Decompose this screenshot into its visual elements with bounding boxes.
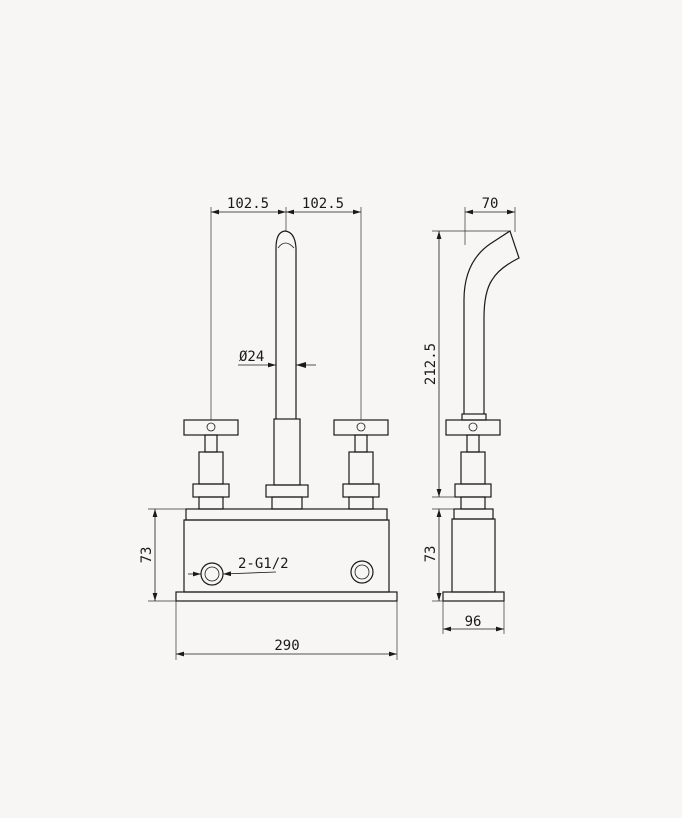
dim-base-depth-label: 96 bbox=[465, 614, 482, 630]
dim-right-spacing: 102.5 bbox=[286, 196, 361, 215]
left-handle bbox=[183, 419, 239, 510]
dim-spout-height-label: 212.5 bbox=[423, 343, 439, 385]
side-spout bbox=[461, 230, 520, 421]
dim-spout-diameter-label: Ø24 bbox=[239, 349, 264, 365]
dim-front-base-height: 73 bbox=[139, 509, 158, 601]
front-view: 102.5 102.5 Ø24 2-G1/2 73 290 bbox=[139, 196, 398, 660]
dim-total-width: 290 bbox=[176, 638, 397, 657]
side-extension-lines bbox=[432, 207, 516, 634]
left-inlet-port bbox=[200, 562, 224, 586]
dim-side-base-height-label: 73 bbox=[423, 546, 439, 563]
side-view: 70 212.5 73 96 bbox=[423, 196, 520, 634]
dim-base-depth: 96 bbox=[443, 614, 504, 632]
dim-side-base-height: 73 bbox=[423, 509, 442, 601]
side-base bbox=[442, 508, 505, 602]
dim-right-spacing-label: 102.5 bbox=[302, 196, 344, 212]
spout bbox=[265, 230, 309, 510]
dim-left-spacing: 102.5 bbox=[211, 196, 286, 215]
dim-inlet-thread: 2-G1/2 bbox=[188, 556, 289, 577]
side-handle bbox=[445, 419, 501, 510]
dim-left-spacing-label: 102.5 bbox=[227, 196, 269, 212]
right-handle bbox=[333, 419, 389, 510]
dim-inlet-thread-label: 2-G1/2 bbox=[238, 556, 289, 572]
dim-spout-reach-label: 70 bbox=[482, 196, 499, 212]
dim-spout-reach: 70 bbox=[465, 196, 515, 215]
dim-total-width-label: 290 bbox=[274, 638, 299, 654]
base-plate bbox=[175, 508, 398, 602]
dim-spout-diameter: Ø24 bbox=[238, 349, 316, 368]
dim-front-base-height-label: 73 bbox=[139, 547, 155, 564]
dim-spout-height: 212.5 bbox=[423, 231, 442, 497]
right-inlet-port bbox=[350, 560, 374, 584]
